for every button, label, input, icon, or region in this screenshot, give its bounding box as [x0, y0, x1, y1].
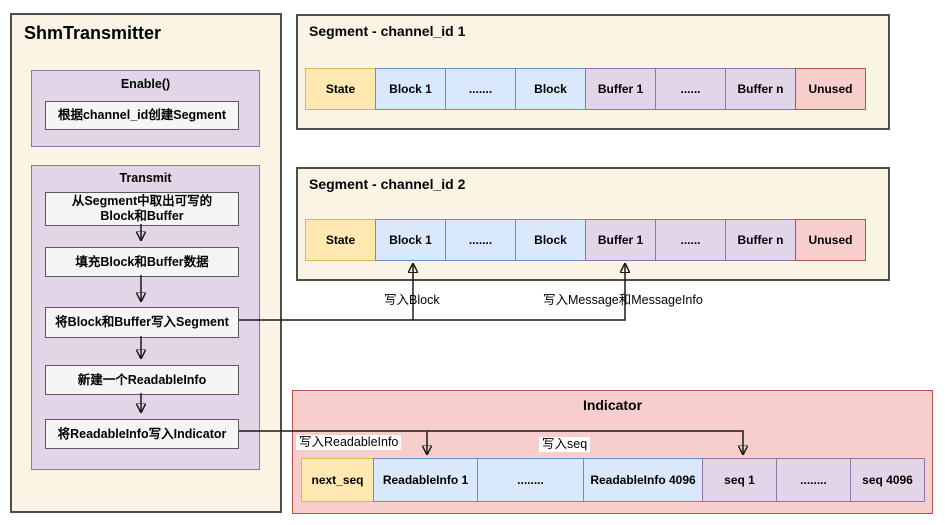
segment-2-cell-buffer-1: Buffer 1 — [585, 219, 656, 261]
segment-1-cell-unused: Unused — [795, 68, 866, 110]
indicator-cell-readableinfo-4096: ReadableInfo 4096 — [583, 458, 703, 502]
segment-2-cell-block-dots: ....... — [445, 219, 516, 261]
segment-2-cell-buffer-dots: ...... — [655, 219, 726, 261]
enable-group: Enable() 根据channel_id创建Segment — [31, 70, 260, 147]
segment-2-cell-unused: Unused — [795, 219, 866, 261]
segment-2-cells: State Block 1 ....... Block Buffer 1 ...… — [305, 219, 866, 261]
indicator-cells: next_seq ReadableInfo 1 ........ Readabl… — [301, 458, 925, 502]
enable-step-create-segment: 根据channel_id创建Segment — [45, 101, 239, 130]
segment-1-cell-buffer-1: Buffer 1 — [585, 68, 656, 110]
indicator-cell-seq-4096: seq 4096 — [850, 458, 925, 502]
transmit-step-5: 将ReadableInfo写入Indicator — [45, 419, 239, 449]
segment-1-cell-buffer-n: Buffer n — [725, 68, 796, 110]
segment-2-cell-buffer-n: Buffer n — [725, 219, 796, 261]
indicator-title: Indicator — [582, 397, 643, 413]
segment-1-cell-buffer-dots: ...... — [655, 68, 726, 110]
shm-transmitter-title: ShmTransmitter — [24, 23, 162, 43]
enable-group-title: Enable() — [120, 77, 171, 91]
indicator-cell-seq-dots: ........ — [776, 458, 851, 502]
segment-2-panel: Segment - channel_id 2 State Block 1 ...… — [296, 167, 890, 281]
transmit-step-3: 将Block和Buffer写入Segment — [45, 307, 239, 338]
segment-2-cell-state: State — [305, 219, 376, 261]
transmit-step-1: 从Segment中取出可写的 Block和Buffer — [45, 192, 239, 226]
segment-1-cell-state: State — [305, 68, 376, 110]
segment-1-cell-block-1: Block 1 — [375, 68, 446, 110]
segment-2-title: Segment - channel_id 2 — [309, 176, 466, 192]
label-write-block: 写入Block — [384, 293, 440, 307]
segment-1-panel: Segment - channel_id 1 State Block 1 ...… — [296, 14, 890, 130]
transmit-step-2: 填充Block和Buffer数据 — [45, 247, 239, 277]
label-write-message: 写入Message和MessageInfo — [543, 293, 703, 307]
indicator-cell-next-seq: next_seq — [301, 458, 374, 502]
transmit-group-title: Transmit — [119, 171, 172, 185]
indicator-cell-readableinfo-dots: ........ — [477, 458, 584, 502]
segment-1-title: Segment - channel_id 1 — [309, 23, 466, 39]
transmit-step-4: 新建一个ReadableInfo — [45, 365, 239, 395]
indicator-panel: Indicator next_seq ReadableInfo 1 ......… — [292, 390, 933, 514]
segment-1-cell-block-n: Block — [515, 68, 586, 110]
transmit-group: Transmit 从Segment中取出可写的 Block和Buffer 填充B… — [31, 165, 260, 470]
segment-2-cell-block-n: Block — [515, 219, 586, 261]
shm-transmitter-panel: ShmTransmitter Enable() 根据channel_id创建Se… — [10, 13, 282, 513]
segment-1-cell-block-dots: ....... — [445, 68, 516, 110]
segment-1-cells: State Block 1 ....... Block Buffer 1 ...… — [305, 68, 866, 110]
indicator-cell-seq-1: seq 1 — [702, 458, 777, 502]
label-write-readableinfo: 写入ReadableInfo — [296, 435, 402, 450]
label-write-seq: 写入seq — [539, 437, 591, 452]
segment-2-cell-block-1: Block 1 — [375, 219, 446, 261]
indicator-cell-readableinfo-1: ReadableInfo 1 — [373, 458, 478, 502]
